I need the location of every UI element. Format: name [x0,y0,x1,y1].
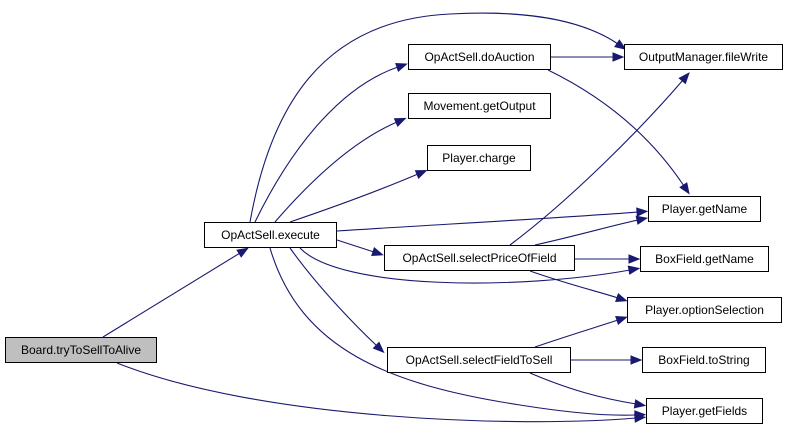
edge-line [254,66,399,223]
node-opactsell-execute[interactable]: OpActSell.execute [204,222,337,248]
node-board-try-to-sell-to-alive[interactable]: Board.tryToSellToAlive [5,337,157,363]
edge-line [336,239,375,253]
edge-line [269,247,637,416]
node-player-getname[interactable]: Player.getName [648,196,761,222]
edge-arrowhead [627,265,641,275]
edge-line [336,211,639,232]
node-opactsell-doauction[interactable]: OpActSell.doAuction [408,44,551,70]
node-outputmanager-filewrite[interactable]: OutputManager.fileWrite [624,44,783,70]
edge-arrowhead [393,117,407,127]
edge-arrowhead [614,39,627,50]
edge-execute-to-getOutput [274,117,407,223]
edge-selectPrice-to-boxGetName [575,254,641,264]
edge-execute-to-doAuction [254,62,408,223]
edge-arrowhead [679,182,690,195]
edge-selectPrice-to-optionSelection [529,270,628,303]
edge-arrowhead [628,254,641,264]
edge-arrowhead [395,62,408,72]
edge-line [529,372,637,405]
edge-execute-to-boxGetName [299,247,641,284]
edge-line [289,247,378,347]
edge-selectField-to-optionSelection [534,315,628,348]
edge-arrowhead [414,169,428,179]
node-player-optionselection[interactable]: Player.optionSelection [627,297,782,323]
edge-board-to-execute [102,247,249,338]
edge-line [289,173,419,223]
edge-execute-to-charge [289,169,428,223]
edge-line [529,270,619,299]
edge-arrowhead [635,215,649,225]
edge-arrowhead [633,399,647,409]
edge-doAuction-to-playerGetName [547,69,690,195]
edge-arrowhead [678,72,690,85]
edge-line [249,12,619,223]
edge-arrowhead [630,355,643,365]
edge-execute-to-fileWrite [249,12,627,223]
edge-line [102,252,241,338]
edge-selectField-to-getFields [529,372,647,409]
edge-arrowhead [615,293,628,303]
edge-selectField-to-toString [571,355,643,365]
edge-arrowhead [372,341,385,354]
edge-selectPrice-to-fileWrite [509,72,690,246]
edge-execute-to-getFields [269,247,647,420]
edge-line [274,121,398,223]
edge-execute-to-selectField [289,247,385,354]
edge-arrowhead [634,410,647,420]
edge-line [534,319,619,348]
edge-arrowhead [612,52,625,62]
edge-execute-to-selectPrice [336,239,384,257]
edge-arrowhead [636,207,649,217]
edge-line [116,362,637,423]
node-player-getfields[interactable]: Player.getFields [646,398,763,424]
edge-line [547,69,685,187]
edge-doAuction-to-fileWrite [551,52,625,62]
node-player-charge[interactable]: Player.charge [427,145,531,171]
node-boxfield-tostring[interactable]: BoxField.toString [642,347,766,373]
edge-arrowhead [371,247,384,257]
node-opactsell-selectpriceoffield[interactable]: OpActSell.selectPriceOfField [384,245,575,271]
edge-line [509,79,684,246]
edge-selectPrice-to-playerGetName [534,215,649,246]
edge-arrowhead [615,315,628,325]
edge-line [299,247,631,284]
node-movement-getoutput[interactable]: Movement.getOutput [408,93,551,119]
node-boxfield-getname[interactable]: BoxField.getName [640,246,769,272]
edge-line [534,219,639,246]
edge-arrowhead [236,247,249,258]
node-opactsell-selectfieldtosell[interactable]: OpActSell.selectFieldToSell [387,347,571,373]
edge-execute-to-playerGetName [336,207,649,232]
